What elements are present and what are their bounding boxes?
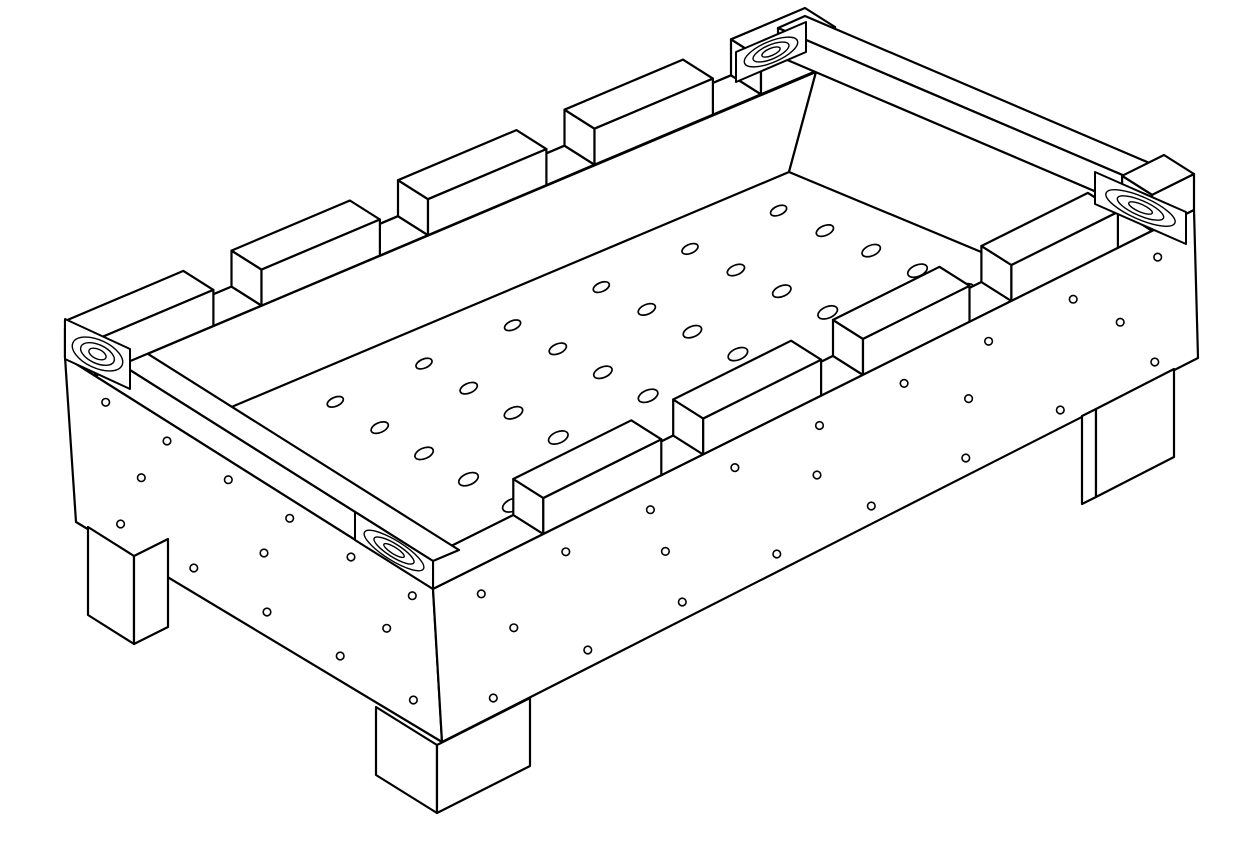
nail-dot xyxy=(677,597,687,607)
drain-hole xyxy=(682,324,703,339)
nail-dot xyxy=(189,563,199,573)
nail-dot xyxy=(488,693,498,703)
grain-arc xyxy=(752,41,790,63)
rail-block-top-face xyxy=(1120,153,1196,196)
grain-arc xyxy=(71,336,124,372)
nail-dot xyxy=(115,519,126,529)
nail-dot xyxy=(561,547,571,557)
drain-hole xyxy=(592,280,611,294)
nail-dot xyxy=(660,546,671,557)
drain-hole xyxy=(681,242,699,256)
drain-hole xyxy=(637,388,659,404)
rail-block-inner-face xyxy=(593,77,715,166)
drain-hole xyxy=(637,302,657,316)
rail-block-top-face xyxy=(831,265,971,340)
nail-dot xyxy=(866,501,876,511)
legs xyxy=(86,367,1176,815)
grain-arc xyxy=(88,347,107,361)
right-end-rail xyxy=(776,14,1196,224)
nail-dot xyxy=(1055,405,1065,415)
rail-block-inner-face xyxy=(260,218,381,307)
grain-arc xyxy=(1127,201,1154,215)
grain-arc xyxy=(373,536,415,565)
drain-hole xyxy=(547,430,569,445)
drain-hole xyxy=(503,319,522,332)
grain-arc xyxy=(363,529,425,572)
drain-hole xyxy=(726,263,746,277)
nail-dot xyxy=(408,695,419,705)
leg-face xyxy=(1094,367,1176,499)
drain-hole xyxy=(769,204,788,217)
nail-dots xyxy=(101,252,1163,705)
nail-dot xyxy=(963,394,974,404)
nail-dot xyxy=(335,651,345,661)
nail-dot xyxy=(223,475,233,485)
drain-hole xyxy=(326,395,345,408)
nail-dot xyxy=(1153,252,1163,262)
nail-dot xyxy=(259,548,269,558)
leg-face xyxy=(1080,407,1098,506)
nail-dot xyxy=(407,591,417,601)
grain-arc xyxy=(383,542,405,559)
leg-face xyxy=(132,537,170,646)
nail-dot xyxy=(961,453,971,463)
grain-arc xyxy=(1105,189,1176,227)
nail-dot xyxy=(136,473,146,483)
nail-dot xyxy=(476,589,486,599)
drain-hole xyxy=(727,346,749,362)
nail-dot xyxy=(346,552,356,562)
rail-block-top-face xyxy=(980,191,1120,267)
drain-hole xyxy=(771,284,792,299)
nail-dot xyxy=(1068,294,1078,304)
leg-face xyxy=(435,696,532,815)
nail-dot xyxy=(1115,317,1125,327)
nail-dot xyxy=(285,513,295,523)
drain-hole xyxy=(548,342,568,356)
drain-hole xyxy=(503,405,524,420)
rail-block-inner-face xyxy=(426,148,548,237)
drain-hole xyxy=(815,224,835,238)
grain-arc xyxy=(1116,195,1165,221)
rail-block-top-face xyxy=(672,339,823,420)
drain-hole xyxy=(370,421,390,435)
front-rail-blocks xyxy=(512,153,1196,536)
drain-hole xyxy=(592,365,613,380)
drain-hole xyxy=(415,357,433,370)
nail-dot xyxy=(382,623,392,633)
nail-dot xyxy=(583,645,593,655)
drain-hole xyxy=(861,243,882,258)
nail-dot xyxy=(772,549,782,559)
nail-dot xyxy=(101,397,111,407)
nail-dot xyxy=(812,470,822,480)
drain-hole xyxy=(457,471,480,487)
nail-dot xyxy=(983,336,994,346)
end-grain-face xyxy=(64,318,131,390)
drain-hole xyxy=(459,381,479,395)
nail-dot xyxy=(899,378,909,389)
nail-dot xyxy=(814,420,825,431)
drain-hole xyxy=(817,304,839,320)
nail-dot xyxy=(509,623,519,633)
rail-block-top-face xyxy=(512,419,663,500)
nail-dot xyxy=(1150,357,1160,367)
drain-hole xyxy=(414,446,435,461)
grain-arc xyxy=(743,36,799,68)
grain-arc xyxy=(79,341,116,367)
nail-dot xyxy=(262,607,272,617)
nail-dot xyxy=(730,463,740,473)
end-grain-patches xyxy=(64,21,1187,590)
nail-dot xyxy=(645,505,656,515)
nail-dot xyxy=(162,436,172,446)
grain-arc xyxy=(761,46,781,58)
